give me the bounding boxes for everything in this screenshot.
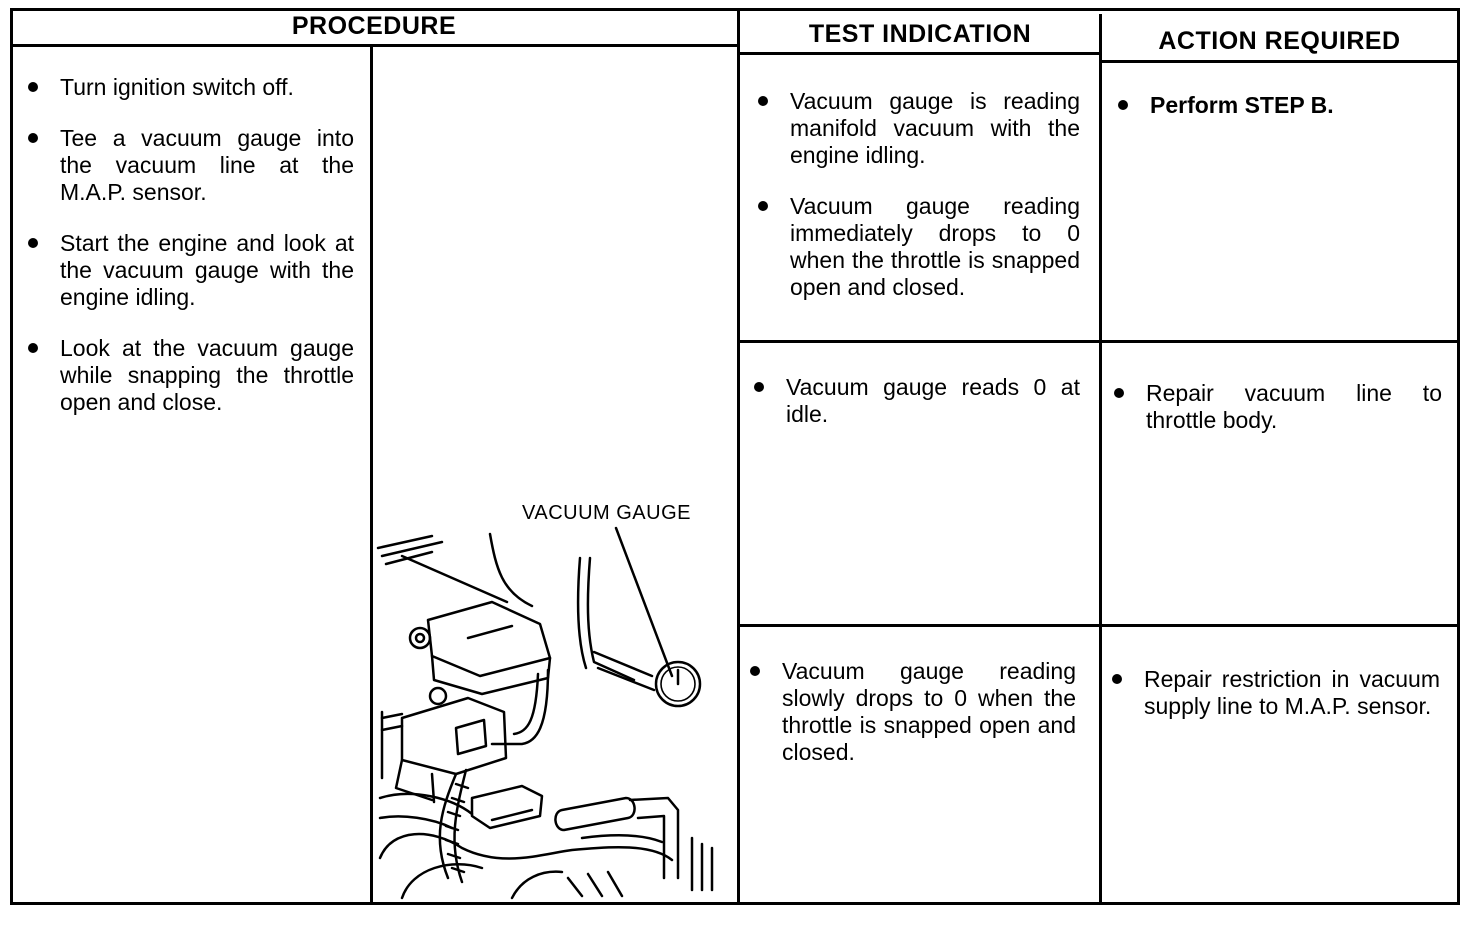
row-3-action: Repair restriction in vacuum supply line… (1110, 666, 1440, 744)
indication-item: Vacuum gauge reading slowly drops to 0 w… (748, 658, 1076, 766)
action-item: Repair vacuum line to throttle body. (1112, 380, 1442, 434)
header-divider-procedure (10, 44, 740, 47)
col-divider-procedure-test (737, 10, 740, 904)
procedure-step: Tee a vacuum gauge into the vacuum line … (26, 125, 354, 206)
header-action-required: ACTION REQUIRED (1158, 27, 1401, 55)
bullet-icon (758, 96, 768, 106)
indication-item: Vacuum gauge reading immediately drops t… (756, 193, 1080, 301)
header-procedure: PROCEDURE (291, 12, 457, 40)
col-divider-test-action (1099, 14, 1102, 904)
bullet-icon (754, 382, 764, 392)
border-bottom (10, 902, 1460, 905)
bullet-icon (1114, 388, 1124, 398)
procedure-step: Turn ignition switch off. (26, 74, 354, 101)
action-item: Repair restriction in vacuum supply line… (1110, 666, 1440, 720)
row-1-action: Perform STEP B. (1116, 92, 1442, 143)
bullet-icon (28, 238, 38, 248)
row-divider-1 (738, 340, 1460, 343)
procedure-step: Start the engine and look at the vacuum … (26, 230, 354, 311)
header-divider-test (740, 52, 1102, 55)
row-divider-2 (738, 624, 1460, 627)
bullet-icon (28, 343, 38, 353)
border-left (10, 8, 13, 905)
bullet-icon (1118, 100, 1128, 110)
header-test-indication: TEST INDICATION (808, 20, 1032, 48)
border-top (10, 8, 1460, 11)
bullet-icon (1112, 674, 1122, 684)
row-2-action: Repair vacuum line to throttle body. (1112, 380, 1442, 458)
bullet-icon (28, 82, 38, 92)
row-2-indications: Vacuum gauge reads 0 at idle. (752, 374, 1080, 452)
row-1-indications: Vacuum gauge is reading manifold vacuum … (756, 88, 1080, 325)
indication-item: Vacuum gauge is reading manifold vacuum … (756, 88, 1080, 169)
bullet-icon (758, 201, 768, 211)
vacuum-gauge-illustration (376, 526, 714, 900)
row-3-indications: Vacuum gauge reading slowly drops to 0 w… (748, 658, 1076, 790)
border-right (1457, 8, 1460, 905)
procedure-step: Look at the vacuum gauge while snapping … (26, 335, 354, 416)
procedure-steps: Turn ignition switch off. Tee a vacuum g… (26, 74, 354, 440)
indication-item: Vacuum gauge reads 0 at idle. (752, 374, 1080, 428)
col-divider-procedure-inner (370, 46, 373, 904)
header-divider-action (1102, 60, 1460, 63)
figure-label: VACUUM GAUGE (522, 502, 691, 524)
bullet-icon (28, 133, 38, 143)
bullet-icon (750, 666, 760, 676)
action-item: Perform STEP B. (1116, 92, 1442, 119)
